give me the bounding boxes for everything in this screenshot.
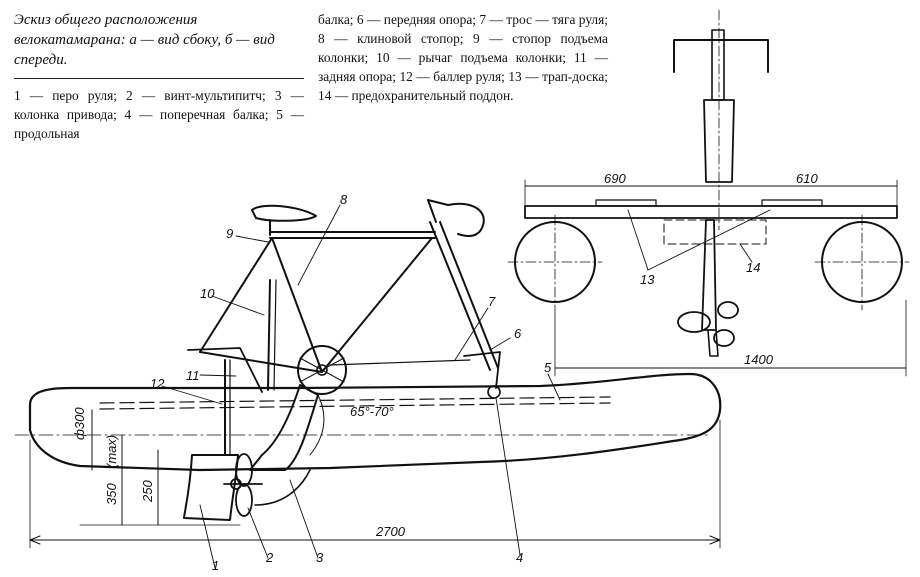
column-lift-lever-10 xyxy=(267,279,271,391)
steering-cable-7 xyxy=(329,359,471,366)
trap-board-13-left xyxy=(595,199,657,207)
front-handlebar xyxy=(673,39,769,73)
dim-max-label: (max) xyxy=(104,435,119,468)
part-label-4: 4 xyxy=(516,550,523,565)
dim-690-label: 690 xyxy=(604,171,626,186)
caption-divider xyxy=(14,78,304,79)
figure-caption: Эскиз общего расположения велокатамарана… xyxy=(14,12,275,68)
dim-250-label: 250 xyxy=(140,480,155,503)
dim-length-label: 2700 xyxy=(375,524,406,539)
safety-tray-14 xyxy=(663,219,767,245)
part-label-8: 8 xyxy=(340,192,348,207)
part-label-11: 11 xyxy=(186,368,200,383)
saddle xyxy=(251,204,317,222)
legend-part-2: балка; 6 — передняя опора; 7 — трос — тя… xyxy=(318,12,608,103)
part-label-13: 13 xyxy=(640,272,655,287)
part-label-6: 6 xyxy=(514,326,522,341)
part-label-5: 5 xyxy=(544,360,552,375)
drive-column-3 xyxy=(249,384,319,471)
dim-610-label: 610 xyxy=(796,171,818,186)
part-label-14: 14 xyxy=(746,260,760,275)
side-view xyxy=(14,199,722,569)
chainwheel xyxy=(297,345,347,395)
angle-label: 65°-70° xyxy=(350,404,394,419)
part-label-1: 1 xyxy=(212,558,219,573)
part-label-3: 3 xyxy=(316,550,324,565)
handlebar xyxy=(427,199,485,237)
dim-1400-label: 1400 xyxy=(744,352,774,367)
cross-beam-4 xyxy=(524,205,898,219)
front-support-6 xyxy=(463,351,501,389)
dim-350-label: 350 xyxy=(104,483,119,505)
front-view xyxy=(507,9,910,377)
part-label-2: 2 xyxy=(265,550,274,565)
bicycle-frame xyxy=(199,199,499,373)
rear-support-11 xyxy=(187,347,263,393)
trap-board-13-right xyxy=(761,199,823,207)
float-hull xyxy=(28,372,722,472)
part-label-7: 7 xyxy=(488,294,496,309)
part-label-9: 9 xyxy=(226,226,233,241)
part-label-12: 12 xyxy=(150,376,165,391)
dim-diameter-label: ф300 xyxy=(72,407,87,440)
longitudinal-beam-5 xyxy=(99,396,611,404)
legend-part-1: 1 — перо руля; 2 — винт-мультипитч; 3 — … xyxy=(14,88,304,141)
rudder-blade-1 xyxy=(183,454,239,521)
part-label-10: 10 xyxy=(200,286,215,301)
angle-arc xyxy=(309,394,325,456)
front-propeller xyxy=(677,301,739,357)
